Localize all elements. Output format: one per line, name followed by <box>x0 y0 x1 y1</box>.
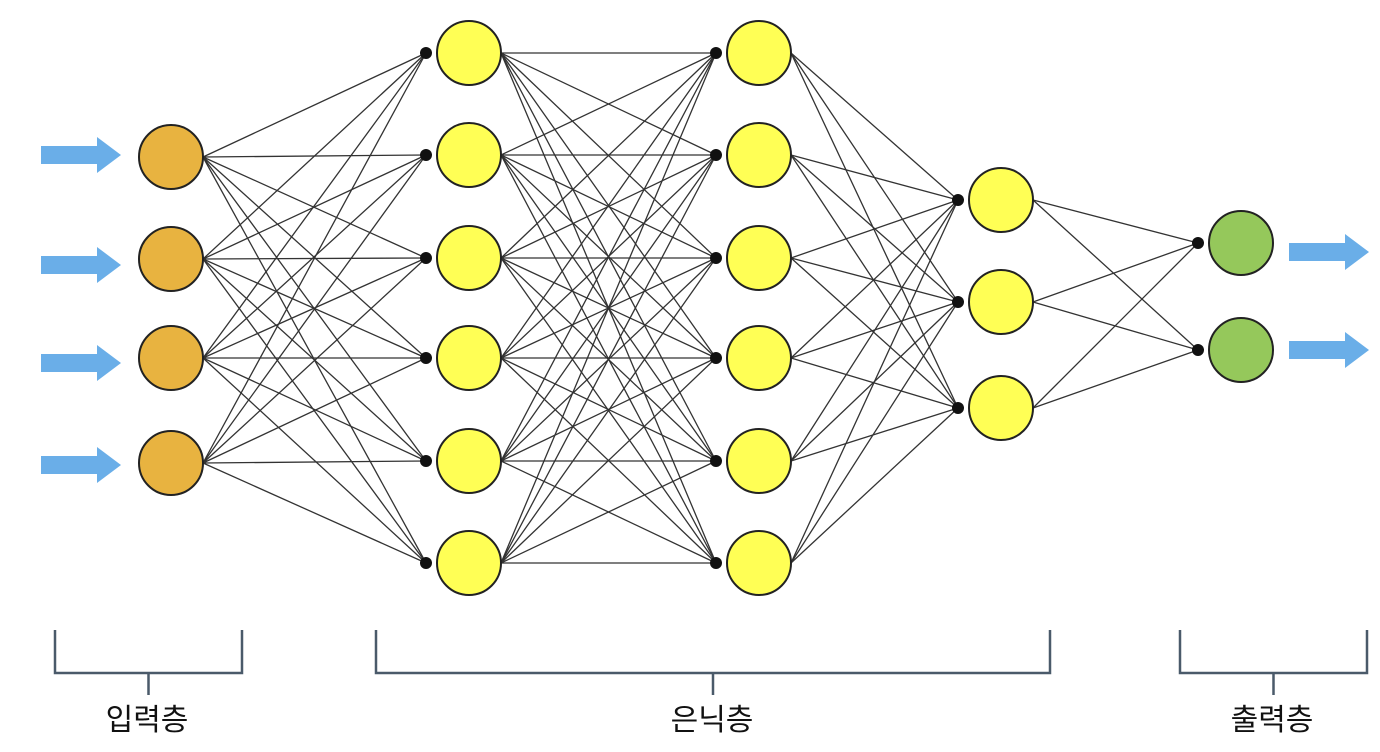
connection-line <box>202 156 427 462</box>
connection-line <box>202 460 427 464</box>
input-neuron <box>138 226 204 292</box>
arrow-right-icon <box>41 345 121 381</box>
input-neuron <box>138 124 204 190</box>
connection-line <box>790 199 959 359</box>
connection-line <box>1032 242 1199 303</box>
connection-line <box>202 52 427 158</box>
output-layer-label: 출력층 <box>1231 703 1314 738</box>
connection-line <box>790 154 959 303</box>
connection-dot <box>710 47 722 59</box>
hidden-1-neuron <box>436 428 502 494</box>
connection-line <box>500 357 717 564</box>
hidden-3-neuron <box>968 375 1034 441</box>
input-neuron <box>138 430 204 496</box>
connection-line <box>202 154 427 359</box>
connection-dots <box>420 47 1204 569</box>
output-layer-bracket <box>1178 630 1369 695</box>
connection-line <box>500 52 717 564</box>
hidden-3-neuron <box>968 167 1034 233</box>
connection-line <box>202 154 427 158</box>
connection-line <box>202 156 427 564</box>
connection-dot <box>710 557 722 569</box>
arrow-right-icon <box>41 247 121 283</box>
hidden-2-neuron <box>726 122 792 188</box>
hidden-2-neuron <box>726 530 792 596</box>
hidden-1-neuron <box>436 122 502 188</box>
connection-line <box>1032 349 1199 409</box>
connection-dot <box>710 252 722 264</box>
connection-line <box>202 156 427 359</box>
arrow-right-icon <box>1289 234 1369 270</box>
connection-dot <box>1192 344 1204 356</box>
hidden-3-neuron <box>968 269 1034 335</box>
hidden-2-neuron <box>726 20 792 86</box>
hidden-1-neuron <box>436 225 502 291</box>
hidden-2-neuron <box>726 325 792 391</box>
connection-line <box>202 258 427 564</box>
hidden-1-neuron <box>436 530 502 596</box>
connection-line <box>1032 199 1199 244</box>
layer-brackets <box>53 630 1369 695</box>
connection-line <box>500 52 717 359</box>
hidden-2-neuron <box>726 225 792 291</box>
connection-line <box>1032 301 1199 351</box>
connection-line <box>790 301 959 564</box>
connection-line <box>202 52 427 359</box>
connection-line <box>790 52 959 409</box>
hidden-1-neuron <box>436 20 502 86</box>
hidden-layer-bracket <box>374 630 1052 695</box>
connection-line <box>790 357 959 409</box>
connection-line <box>500 460 717 564</box>
connections <box>202 52 1199 564</box>
connection-line <box>202 357 427 462</box>
connection-dot <box>420 47 432 59</box>
hidden-layer-label: 은닉층 <box>671 703 754 738</box>
connection-dot <box>1192 237 1204 249</box>
hidden-2-neuron <box>726 428 792 494</box>
arrow-right-icon <box>1289 332 1369 368</box>
connection-line <box>202 257 427 260</box>
connection-dot <box>420 252 432 264</box>
connection-dot <box>710 149 722 161</box>
connection-dot <box>710 455 722 467</box>
input-neuron <box>138 325 204 391</box>
connection-line <box>790 301 959 359</box>
connection-line <box>500 257 717 564</box>
output-neuron <box>1208 317 1274 383</box>
connection-line <box>500 52 717 462</box>
connection-dot <box>420 557 432 569</box>
connection-line <box>790 52 959 303</box>
connection-dot <box>952 194 964 206</box>
connection-line <box>790 301 959 462</box>
connection-line <box>790 407 959 564</box>
connection-line <box>500 154 717 564</box>
connection-line <box>790 52 959 201</box>
connection-line <box>500 52 717 259</box>
connection-line <box>500 52 717 156</box>
arrow-right-icon <box>41 447 121 483</box>
output-neuron <box>1208 210 1274 276</box>
connection-line <box>790 257 959 409</box>
neurons <box>138 20 1274 596</box>
connection-line <box>790 407 959 462</box>
connection-dot <box>420 352 432 364</box>
connection-dot <box>710 352 722 364</box>
connection-dot <box>420 149 432 161</box>
connection-line <box>790 154 959 409</box>
connection-line <box>1032 199 1199 351</box>
connection-line <box>790 257 959 303</box>
io-arrows <box>41 137 1369 483</box>
connection-dot <box>952 296 964 308</box>
connection-dot <box>420 455 432 467</box>
arrow-right-icon <box>41 137 121 173</box>
connection-line <box>202 156 427 259</box>
input-layer-bracket <box>53 630 244 695</box>
connection-line <box>202 462 427 564</box>
connection-dot <box>952 402 964 414</box>
input-layer-label: 입력층 <box>106 703 189 738</box>
connection-line <box>202 357 427 564</box>
hidden-1-neuron <box>436 325 502 391</box>
